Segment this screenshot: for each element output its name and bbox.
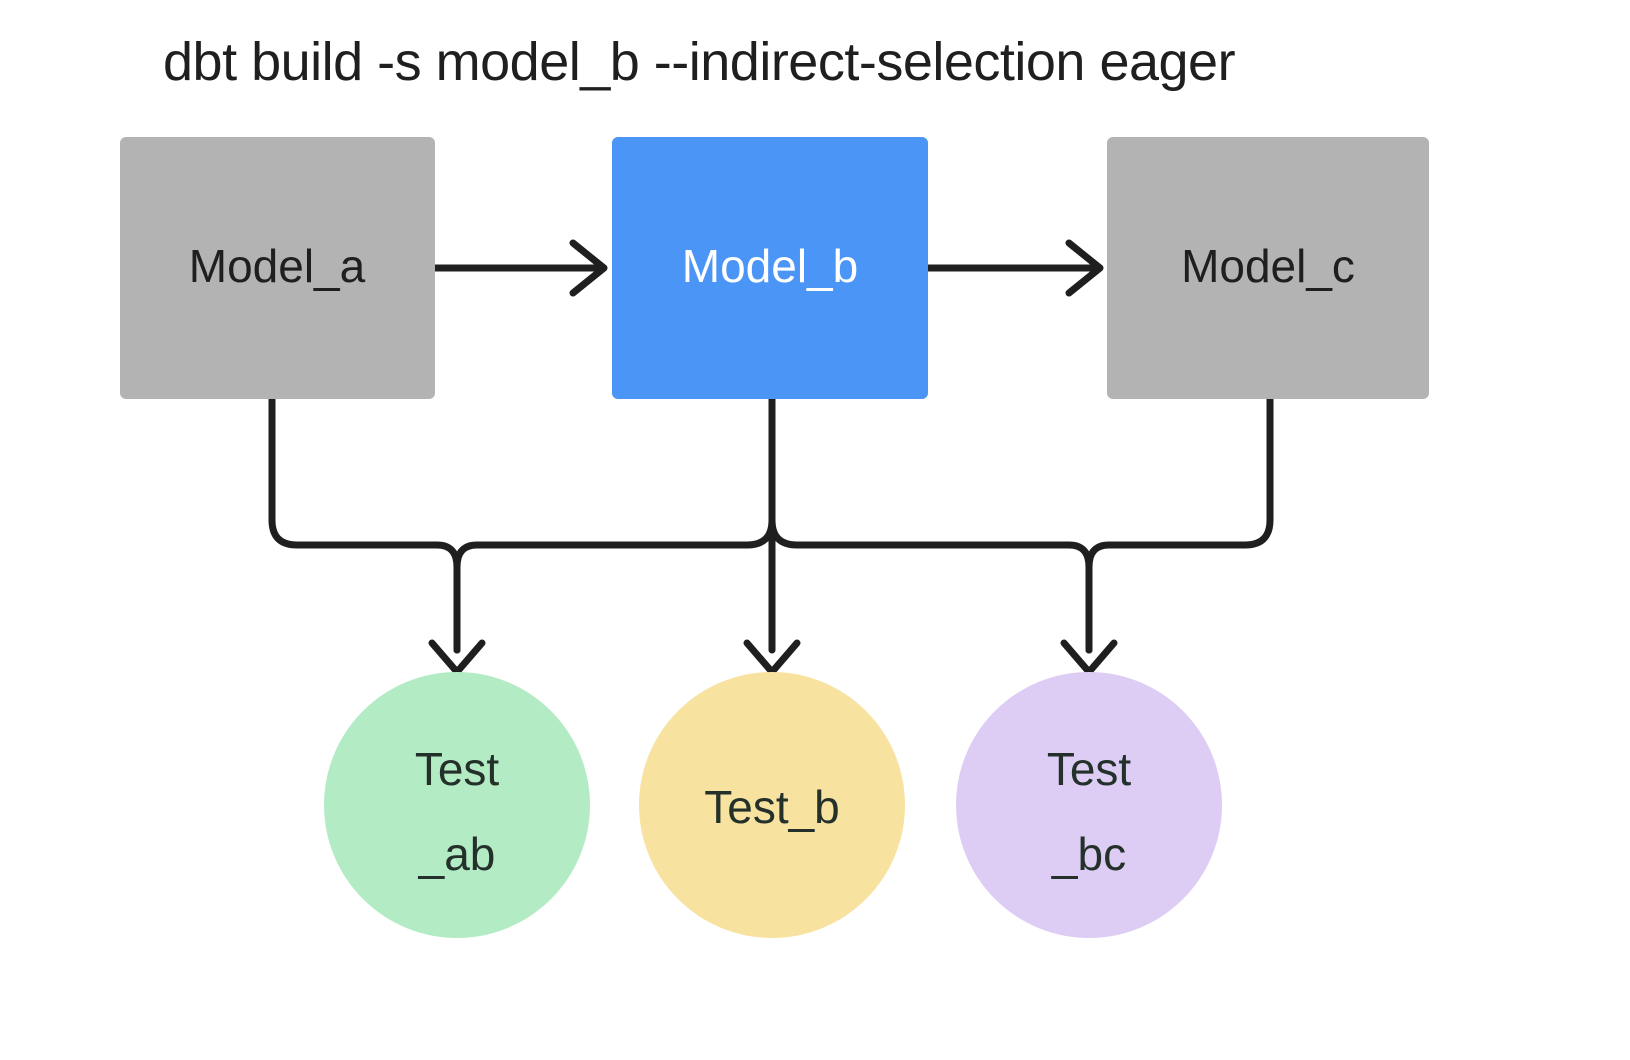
node-model-c-label: Model_c [1181, 240, 1355, 292]
node-model-b[interactable]: Model_b [612, 137, 928, 399]
node-test-ab[interactable]: Test _ab [324, 672, 590, 938]
edge-model-a-to-model-b [431, 239, 608, 297]
edge-model-c-to-test-bc [1085, 395, 1274, 654]
node-model-c[interactable]: Model_c [1107, 137, 1429, 399]
node-test-ab-label-line-1: Test [415, 743, 500, 795]
node-test-bc-label-line-2: _bc [1051, 828, 1126, 880]
edge-model-a-to-test-ab [268, 395, 461, 654]
node-test-b-label-line-1: Test_b [704, 781, 840, 833]
node-test-bc-label-line-1: Test [1047, 743, 1132, 795]
edge-model-b-to-model-c [924, 239, 1104, 297]
node-model-b-label: Model_b [682, 240, 858, 292]
edge-model-b-to-test-ab [453, 395, 776, 654]
diagram-title: dbt build -s model_b --indirect-selectio… [163, 32, 1236, 92]
node-test-ab-label-line-2: _ab [418, 828, 496, 880]
edge-model-b-to-test-bc [768, 395, 1093, 654]
node-model-a[interactable]: Model_a [120, 137, 435, 399]
node-test-bc[interactable]: Test _bc [956, 672, 1222, 938]
node-test-b[interactable]: Test_b [639, 672, 905, 938]
node-model-a-label: Model_a [189, 240, 366, 292]
